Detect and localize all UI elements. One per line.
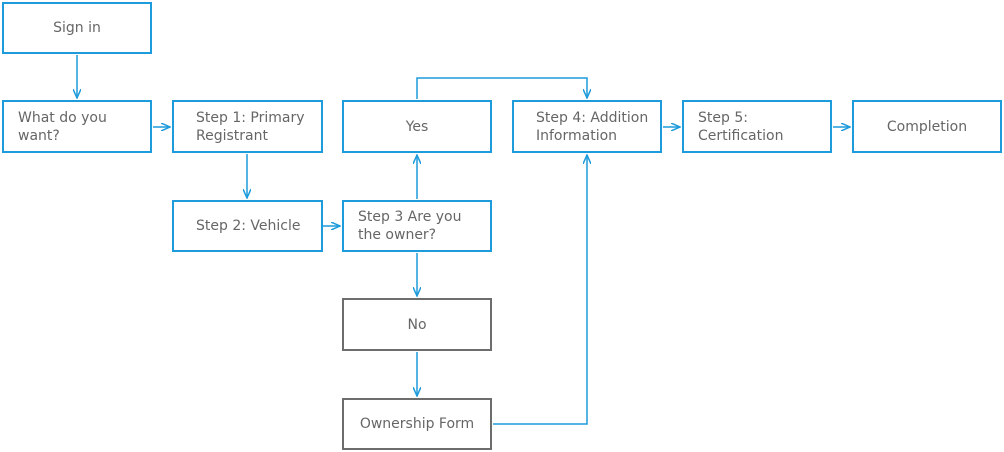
node-step1-label: Step 1: Primary Registrant [196,109,305,144]
node-sign-in-label: Sign in [53,20,101,36]
node-step4-label: Step 4: Addition Information [536,109,649,144]
node-step2-label: Step 2: Vehicle [196,218,301,234]
node-step5-certification: Step 5: Certification [682,100,832,153]
node-what-do-you-want-label: What do you want? [18,109,107,144]
node-step3-label: Step 3 Are you the owner? [358,209,462,243]
node-completion: Completion [852,100,1002,153]
node-sign-in: Sign in [2,2,152,54]
node-no-label: No [407,316,427,333]
node-step4-addition-information: Step 4: Addition Information [512,100,662,153]
node-no: No [342,298,492,351]
node-step5-label: Step 5: Certification [698,109,784,144]
node-yes: Yes [342,100,492,153]
node-completion-label: Completion [886,118,968,135]
node-step3-are-you-the-owner: Step 3 Are you the owner? [342,200,492,252]
node-step1-primary-registrant: Step 1: Primary Registrant [172,100,323,153]
node-ownership-form-label: Ownership Form [359,416,475,432]
node-ownership-form: Ownership Form [342,398,492,450]
node-what-do-you-want: What do you want? [2,100,152,153]
node-step2-vehicle: Step 2: Vehicle [172,200,323,252]
arrow-yes-to-step4 [416,77,587,99]
arrow-ownership-to-step4 [493,155,587,425]
node-yes-label: Yes [405,118,429,135]
